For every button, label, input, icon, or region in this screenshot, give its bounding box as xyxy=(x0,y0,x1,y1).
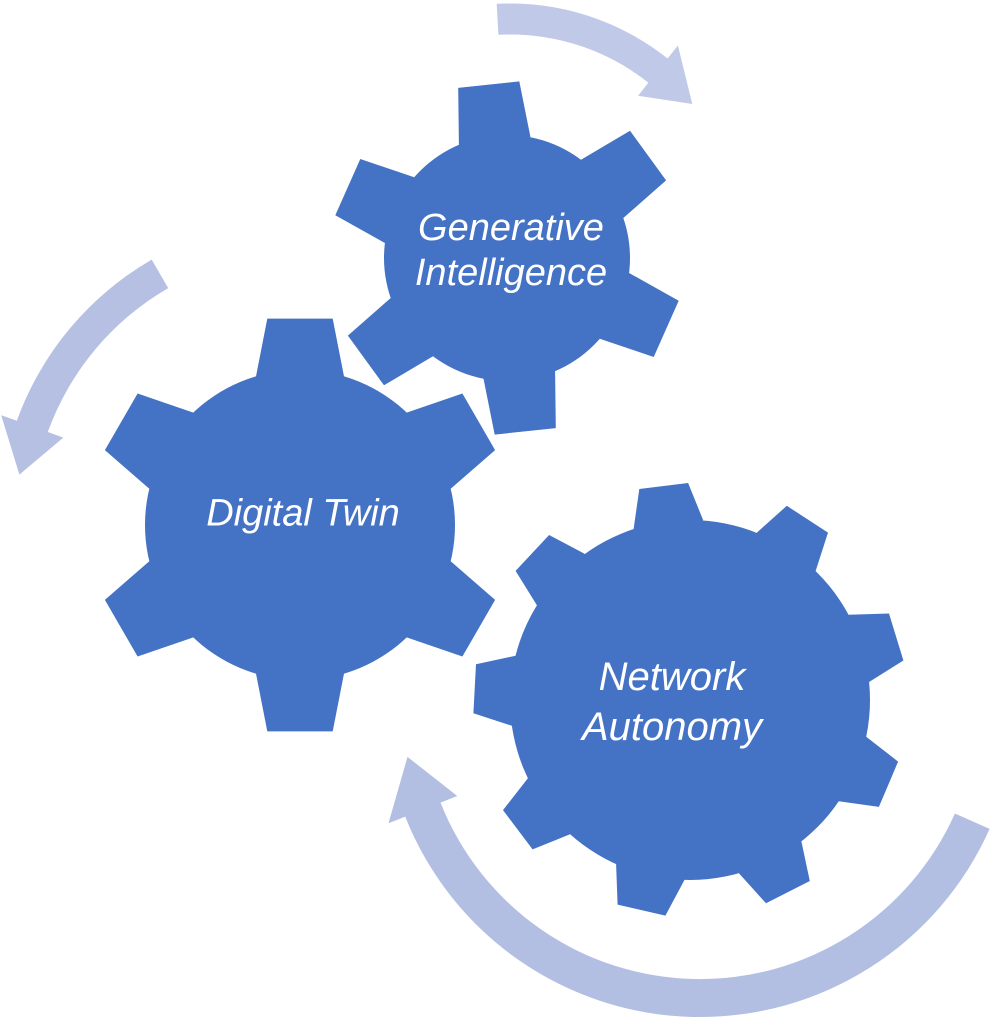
rotation-arrow-top-right-icon xyxy=(496,3,693,105)
rotation-arrow-bottom-icon xyxy=(388,756,990,1018)
gear-digital-twin xyxy=(104,318,496,732)
gear-network-autonomy xyxy=(473,483,904,916)
gear-generative-intelligence xyxy=(335,81,679,435)
rotation-arrow-left-icon xyxy=(1,259,169,475)
